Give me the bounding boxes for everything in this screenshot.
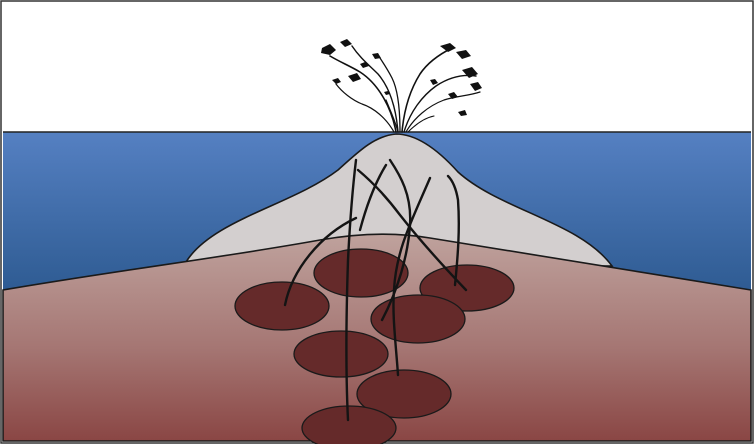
magma-chamber — [371, 295, 465, 343]
magma-chamber — [294, 331, 388, 377]
magma-chamber — [235, 282, 329, 330]
magma-chamber — [302, 406, 396, 444]
